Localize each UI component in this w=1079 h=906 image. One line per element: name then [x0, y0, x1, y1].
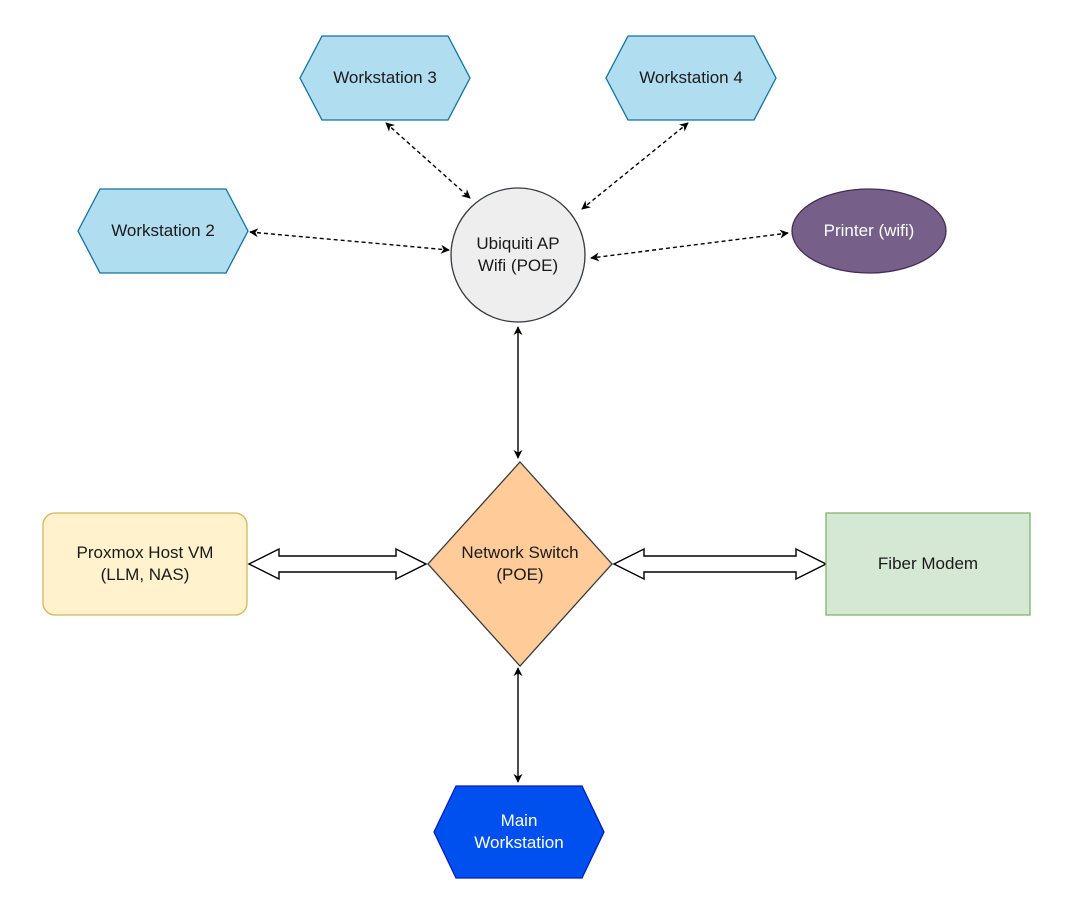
fiber-modem-node[interactable] [825, 512, 1031, 616]
proxmox-host-node[interactable] [42, 512, 248, 616]
nodes-layer [42, 35, 1031, 879]
workstation-3-node[interactable] [299, 35, 471, 121]
edge-workstation-2-to-ubiquiti-ap-dashed-connector [249, 228, 450, 254]
edge-workstation-4-to-ubiquiti-ap-dashed-connector [581, 122, 689, 210]
edge-proxmox-host-to-network-switch-block-arrow [247, 547, 428, 581]
edge-workstation-3-to-ubiquiti-ap-dashed-connector [385, 122, 471, 199]
edge-network-switch-to-fiber-modem-block-arrow [612, 547, 828, 581]
edges-layer [247, 122, 828, 783]
network-switch-node[interactable] [427, 461, 613, 667]
printer-node[interactable] [791, 188, 947, 274]
workstation-2-node[interactable] [77, 188, 249, 274]
main-workstation-node[interactable] [433, 785, 605, 879]
workstation-4-node[interactable] [605, 35, 777, 121]
edge-printer-to-ubiquiti-ap-dashed-connector [590, 229, 789, 262]
ubiquiti-ap-node[interactable] [450, 187, 586, 323]
